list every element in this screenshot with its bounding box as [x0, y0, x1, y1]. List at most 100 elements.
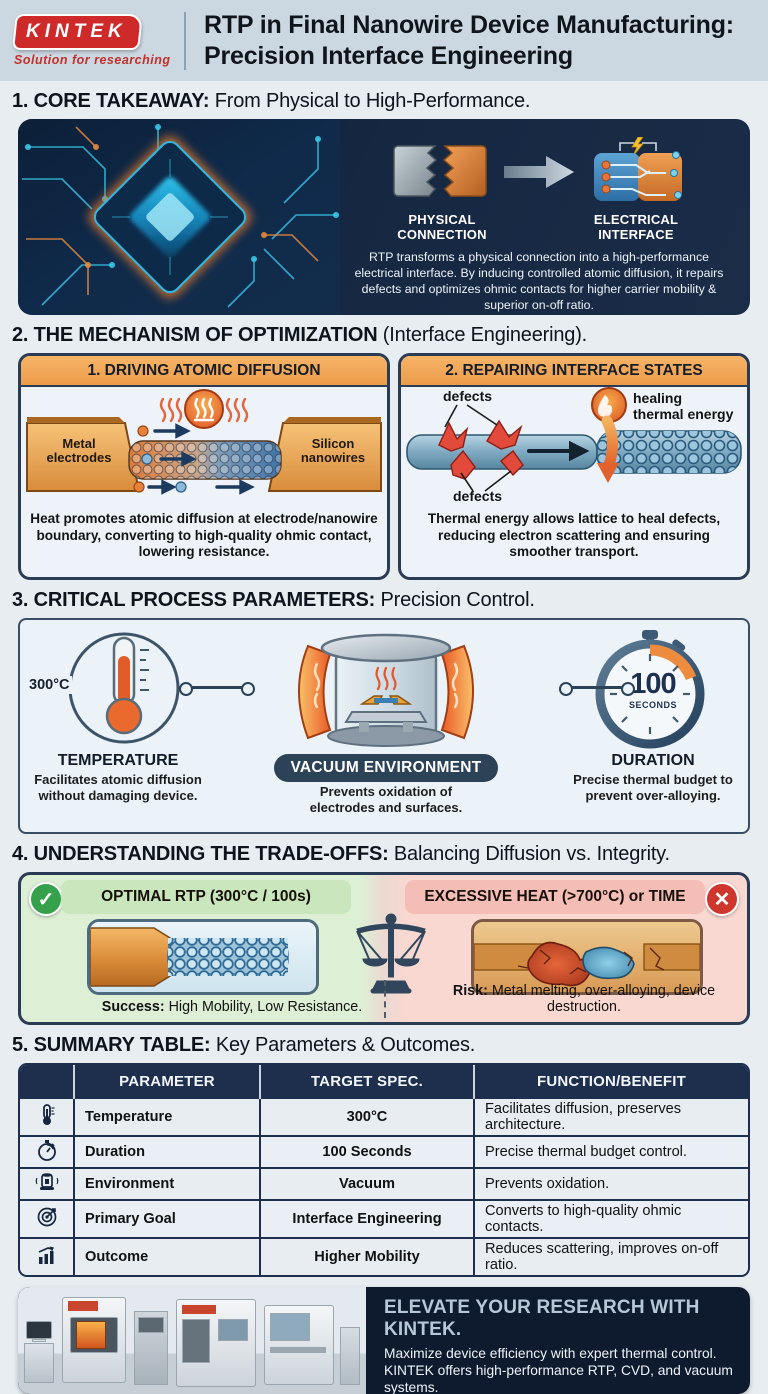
footer-paragraph: Maximize device efficiency with expert t… [384, 1345, 734, 1394]
target-spec-column-header: TARGET SPEC. [259, 1065, 474, 1098]
tradeoffs-panel: ✓ ✕ OPTIMAL RTP (300°C / 100s) EXCESSIVE… [18, 872, 750, 1025]
excessive-heat-title: EXCESSIVE HEAT (>700°C) or TIME [405, 880, 705, 914]
header-divider [184, 11, 186, 70]
healing-thermal-energy-label: healing thermal energy [633, 390, 734, 422]
duration-caption-line1: Precise thermal budget to [573, 772, 733, 787]
risk-caption: Risk: Metal melting, over-alloying, devi… [419, 983, 747, 1015]
chip-circuit-illustration [18, 119, 340, 315]
function-benefit-column-header: FUNCTION/BENEFIT [473, 1065, 748, 1098]
success-caption: Success: High Mobility, Low Resistance. [57, 999, 407, 1015]
cell-spec: 300°C [259, 1097, 474, 1136]
chart-up-icon [20, 1237, 74, 1275]
section1-heading: 1. CORE TAKEAWAY: From Physical to High-… [12, 90, 768, 113]
cell-parameter: Outcome [73, 1237, 260, 1275]
section3-heading-rest: Precision Control. [375, 589, 535, 611]
physical-connection-label: PHYSICAL CONNECTION [367, 212, 517, 243]
check-icon: ✓ [29, 882, 63, 916]
atomic-diffusion-caption: Heat promotes atomic diffusion at electr… [30, 511, 378, 560]
mechanism-panels: 1. DRIVING ATOMIC DIFFUSION [18, 353, 750, 580]
icon-column-header [20, 1065, 74, 1098]
cell-spec: Higher Mobility [259, 1237, 474, 1275]
vacuum-caption-line2: electrodes and surfaces. [309, 799, 463, 815]
risk-caption-bold: Risk: [452, 983, 488, 999]
parameter-column-header: PARAMETER [73, 1065, 260, 1098]
duration-value: 100 [630, 668, 676, 700]
temperature-caption-line1: Facilitates atomic diffusion [34, 772, 202, 787]
vacuum-chamber-icon [216, 628, 556, 750]
cell-parameter: Duration [73, 1135, 260, 1168]
brand-tagline: Solution for researching [14, 53, 171, 67]
section5-heading-rest: Key Parameters & Outcomes. [210, 1034, 476, 1056]
silicon-nanowires-line2: nanowires [300, 450, 366, 466]
section4-heading: 4. UNDERSTANDING THE TRADE-OFFS: Balanci… [12, 843, 768, 866]
risk-result-illustration [471, 919, 703, 995]
cell-spec: Vacuum [259, 1167, 474, 1200]
core-takeaway-content: PHYSICAL CONNECTION ELECTRICAL INTERFACE… [340, 119, 750, 315]
interface-states-title: 2. REPAIRING INTERFACE STATES [401, 356, 747, 387]
defects-bottom-label: defects [453, 488, 503, 504]
electrical-interface-label: ELECTRICAL INTERFACE [561, 212, 711, 243]
table-row-primary-goal: Primary Goal Interface Engineering Conve… [20, 1199, 748, 1238]
transform-arrow-icon [502, 152, 576, 197]
core-takeaway-caption: RTP transforms a physical connection int… [354, 249, 724, 312]
stopwatch-icon: 100 SECONDS [556, 628, 750, 750]
cell-benefit: Precise thermal budget control. [473, 1135, 748, 1168]
electrical-interface-icon [590, 136, 686, 212]
table-row-outcome: Outcome Higher Mobility Reduces scatteri… [20, 1237, 748, 1275]
temperature-title: TEMPERATURE [57, 752, 179, 769]
physical-label-line2: CONNECTION [397, 226, 487, 242]
kintek-logo-badge: KINTEK [12, 14, 143, 50]
metal-electrodes-label: Metal electrodes [35, 436, 123, 466]
stopwatch-icon [20, 1135, 74, 1168]
optimal-result-illustration [87, 919, 319, 995]
defects-top-label: defects [443, 388, 493, 404]
section2-heading: 2. THE MECHANISM OF OPTIMIZATION (Interf… [12, 324, 768, 347]
target-icon [20, 1199, 74, 1238]
electrical-label-line2: INTERFACE [598, 226, 674, 242]
atomic-diffusion-card: 1. DRIVING ATOMIC DIFFUSION [18, 353, 390, 580]
footer-heading: ELEVATE YOUR RESEARCH WITH KINTEK. [384, 1297, 700, 1340]
interface-states-caption: Thermal energy allows lattice to heal de… [427, 511, 721, 560]
metal-electrodes-line2: electrodes [46, 450, 112, 466]
lab-equipment-photo [18, 1287, 366, 1394]
section4-heading-rest: Balancing Diffusion vs. Integrity. [388, 843, 670, 865]
cell-benefit: Converts to high-quality ohmic contacts. [473, 1199, 748, 1238]
process-parameters-panel: 300°C TEMPERATURE Facilitates atomic dif… [18, 618, 750, 834]
page-title: RTP in Final Nanowire Device Manufacturi… [204, 10, 734, 72]
section5-heading-bold: 5. SUMMARY TABLE: [12, 1034, 211, 1056]
vacuum-caption-line1: Prevents oxidation of [319, 784, 453, 799]
cell-parameter: Primary Goal [73, 1199, 260, 1238]
footer-text: ELEVATE YOUR RESEARCH WITH KINTEK. Maxim… [366, 1287, 750, 1394]
duration-column: 100 SECONDS DURATION Precise thermal bud… [556, 628, 750, 832]
electrical-label-line1: ELECTRICAL [593, 212, 679, 227]
table-row-duration: Duration 100 Seconds Precise thermal bud… [20, 1135, 748, 1168]
balance-scale-icon [349, 911, 433, 1000]
temperature-column: 300°C TEMPERATURE Facilitates atomic dif… [20, 628, 216, 832]
section2-heading-rest: (Interface Engineering). [377, 324, 588, 346]
summary-table-header-row: PARAMETER TARGET SPEC. FUNCTION/BENEFIT [20, 1065, 748, 1098]
section2-heading-bold: 2. THE MECHANISM OF OPTIMIZATION [12, 324, 378, 346]
vacuum-column: VACUUM ENVIRONMENT Prevents oxidation of… [216, 628, 556, 832]
table-row-temperature: Temperature 300°C Facilitates diffusion,… [20, 1097, 748, 1136]
healing-label-line2: thermal energy [633, 405, 734, 422]
section5-heading: 5. SUMMARY TABLE: Key Parameters & Outco… [12, 1034, 768, 1057]
vacuum-chamber-icon [20, 1167, 74, 1200]
silicon-nanowires-line1: Silicon [311, 436, 355, 451]
transformation-icons [342, 136, 736, 212]
cell-benefit: Prevents oxidation. [473, 1167, 748, 1200]
optimal-rtp-title: OPTIMAL RTP (300°C / 100s) [61, 880, 351, 914]
brand-name: KINTEK [26, 21, 127, 42]
cell-parameter: Temperature [73, 1097, 260, 1136]
summary-table: PARAMETER TARGET SPEC. FUNCTION/BENEFIT … [18, 1063, 750, 1277]
transformation-labels: PHYSICAL CONNECTION ELECTRICAL INTERFACE [342, 212, 736, 243]
silicon-nanowires-label: Silicon nanowires [289, 436, 377, 466]
duration-unit: SECONDS [628, 700, 677, 710]
atomic-diffusion-diagram: Metal electrodes Silicon nanowires [21, 387, 387, 509]
vacuum-caption: Prevents oxidation of electrodes and sur… [216, 784, 556, 815]
page-title-line2: Precision Interface Engineering [204, 41, 573, 70]
success-caption-bold: Success: [101, 999, 165, 1015]
temperature-caption: Facilitates atomic diffusion without dam… [20, 772, 216, 803]
kintek-logo: KINTEK Solution for researching [12, 14, 174, 67]
header: KINTEK Solution for researching RTP in F… [0, 0, 768, 81]
